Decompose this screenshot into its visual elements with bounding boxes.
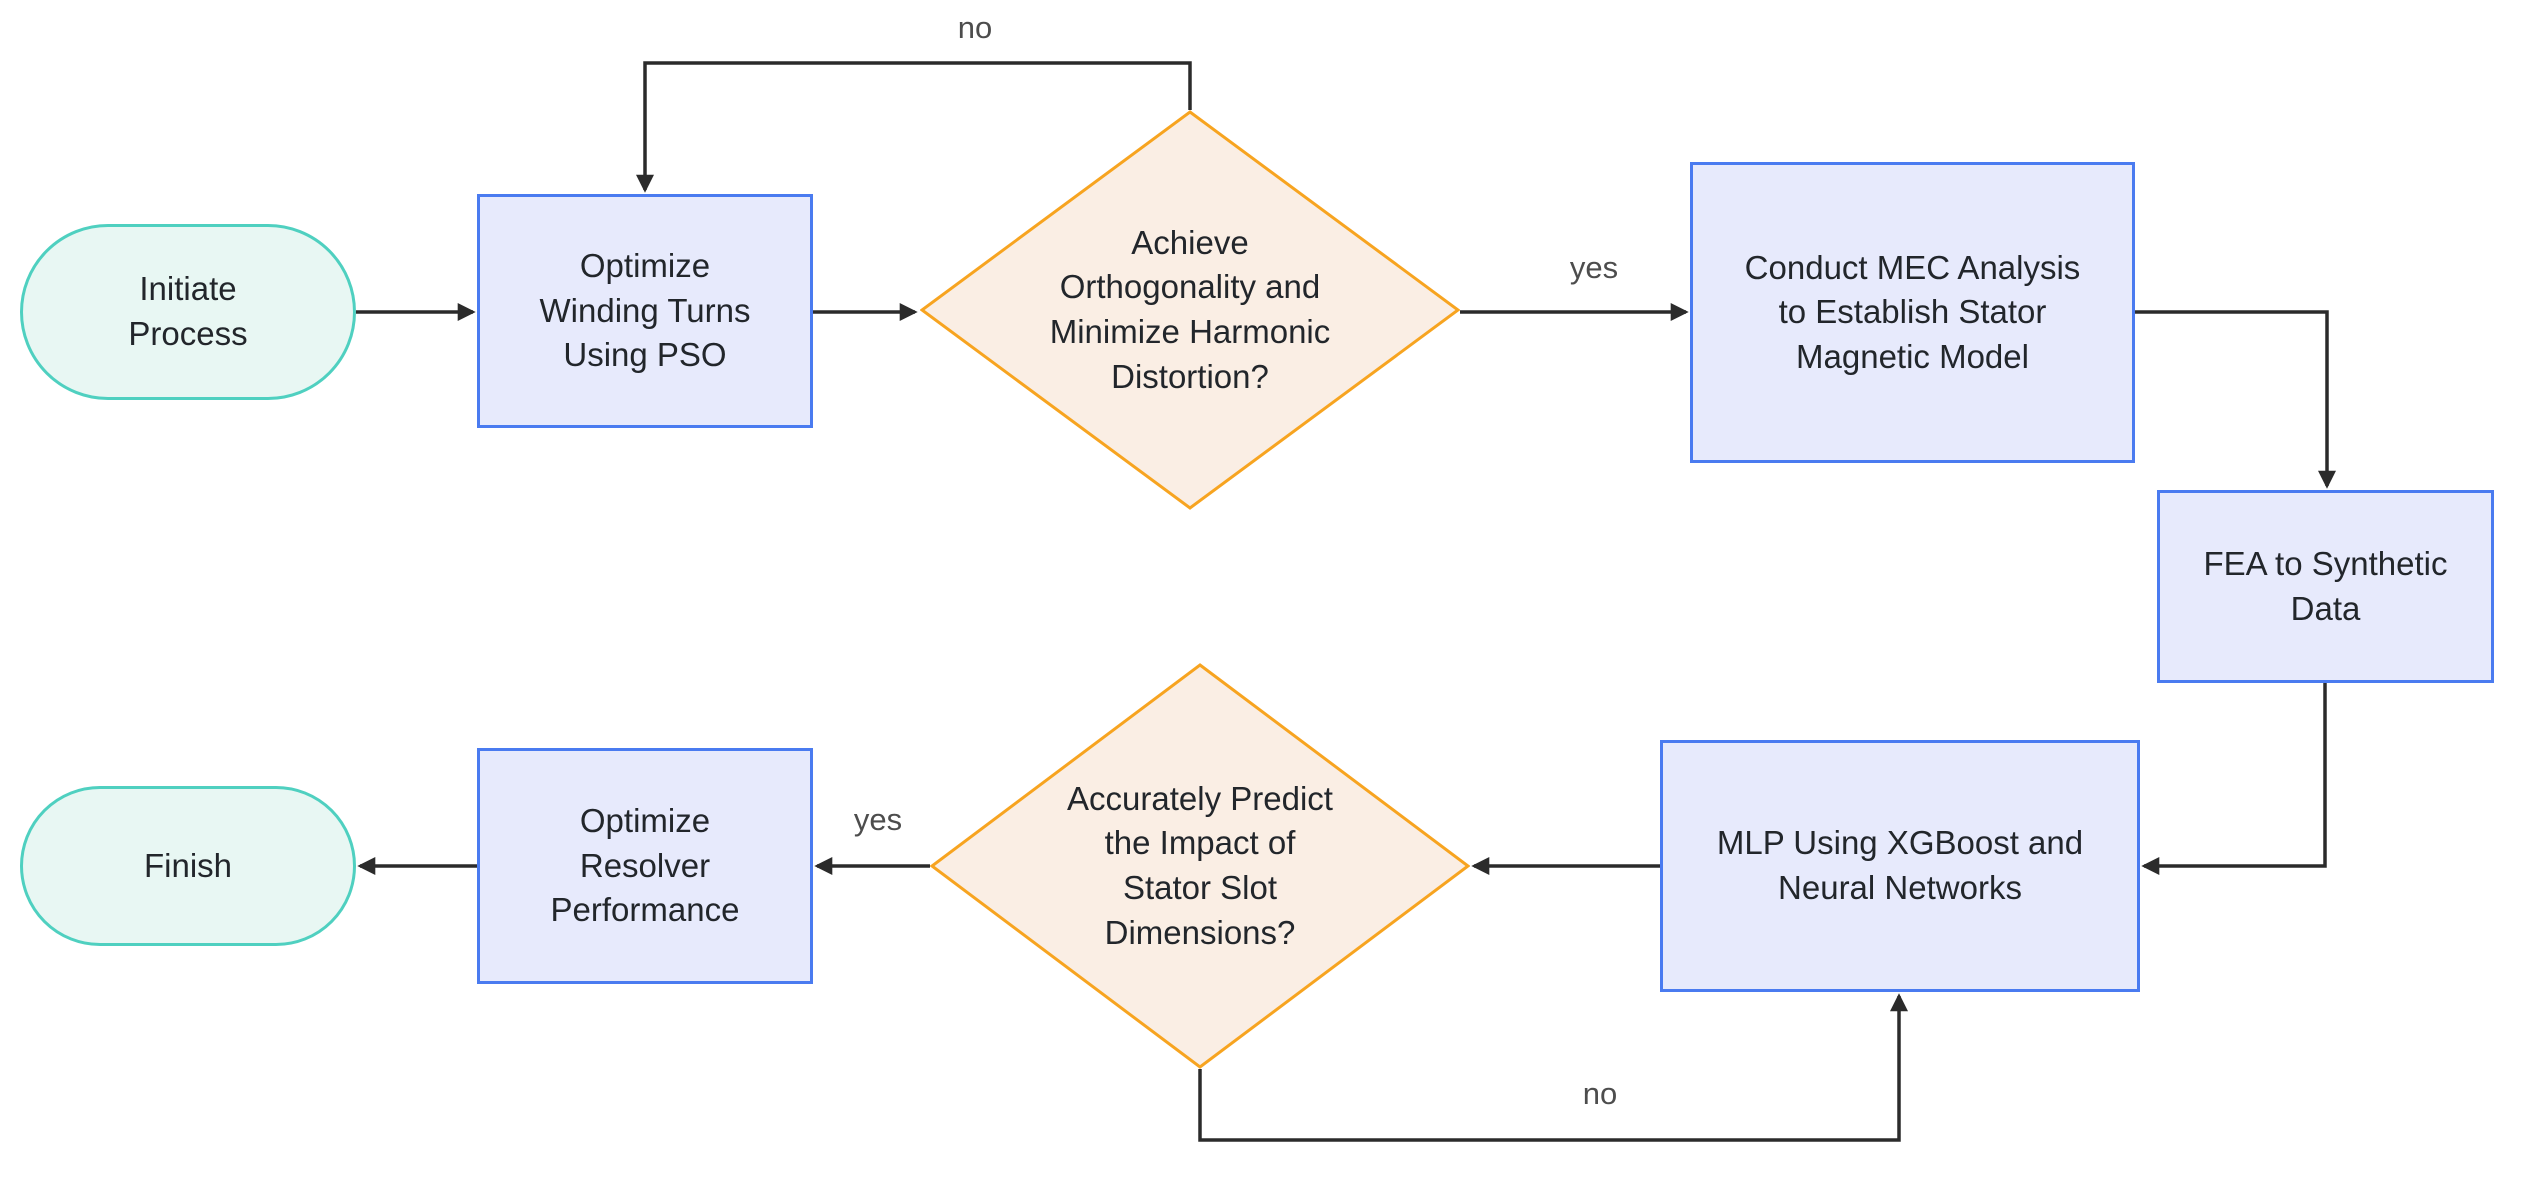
diamond-shape: [920, 110, 1460, 510]
edge-label-yes-bottom: yes: [847, 802, 909, 838]
node-orthogonality-decision-label: Achieve Orthogonality and Minimize Harmo…: [1049, 223, 1331, 395]
node-fea-synthetic-data-label: FEA to Synthetic Data: [2203, 544, 2448, 627]
node-optimize-resolver-label: Optimize Resolver Performance: [550, 802, 740, 929]
node-predict-decision-label: Accurately Predict the Impact of Stator …: [1067, 779, 1333, 951]
edge-mec-to-fea: [2135, 310, 2336, 489]
node-mlp-xgboost: MLP Using XGBoost and Neural Networks: [1660, 740, 2140, 992]
node-mlp-xgboost-label: MLP Using XGBoost and Neural Networks: [1716, 824, 2084, 906]
edge-predict-no-to-mlp: [1198, 993, 1908, 1142]
edge-label-no-top: no: [951, 10, 999, 46]
node-optimize-winding-turns: Optimize Winding Turns Using PSO: [477, 194, 813, 428]
node-initiate-process: Initiate Process: [20, 224, 356, 400]
diamond-shape: [930, 663, 1470, 1069]
node-predict-decision: Accurately Predict the Impact of Stator …: [930, 663, 1470, 1069]
node-optimize-resolver: Optimize Resolver Performance: [477, 748, 813, 984]
node-orthogonality-decision: Achieve Orthogonality and Minimize Harmo…: [920, 110, 1460, 510]
node-finish-label: Finish: [143, 846, 233, 884]
node-initiate-process-label: Initiate Process: [128, 270, 248, 352]
edge-label-yes-top: yes: [1563, 250, 1625, 286]
node-finish: Finish: [20, 786, 356, 946]
node-mec-analysis: Conduct MEC Analysis to Establish Stator…: [1690, 162, 2135, 463]
edge-label-no-bottom: no: [1576, 1076, 1624, 1112]
edge-orthogonality-no-to-winding: [636, 61, 1192, 193]
node-optimize-winding-turns-label: Optimize Winding Turns Using PSO: [539, 247, 751, 374]
node-fea-synthetic-data: FEA to Synthetic Data: [2157, 490, 2494, 683]
edge-fea-to-mlp: [2141, 683, 2327, 875]
node-mec-analysis-label: Conduct MEC Analysis to Establish Stator…: [1744, 248, 2081, 375]
